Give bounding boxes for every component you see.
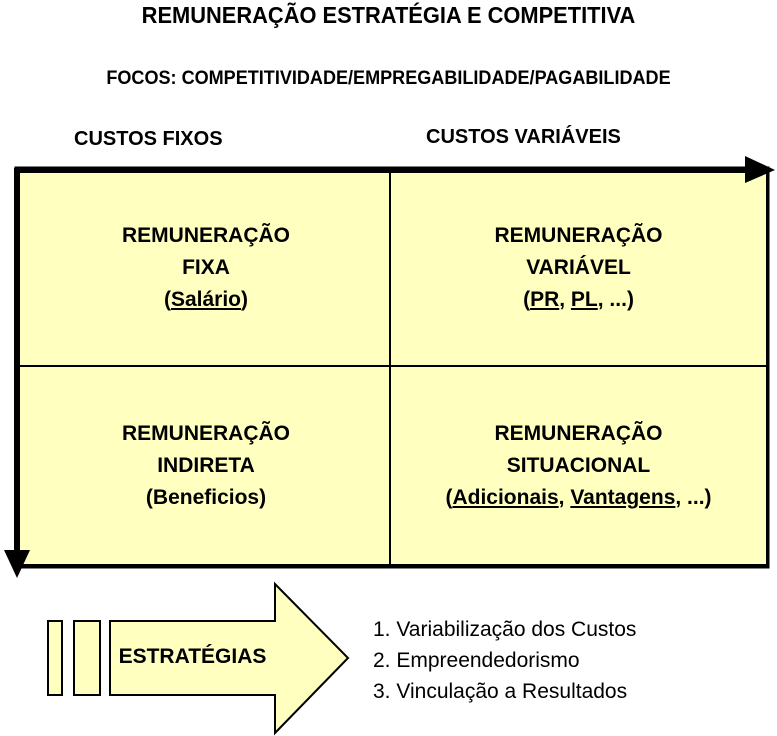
column-label-variable: CUSTOS VARIÁVEIS bbox=[426, 126, 621, 148]
example-pr: PR bbox=[530, 288, 560, 311]
quadrant-type: SITUACIONAL bbox=[506, 454, 651, 477]
strategy-arrow bbox=[109, 581, 350, 736]
paren: ( bbox=[163, 288, 171, 311]
quadrant-type: INDIRETA bbox=[157, 454, 255, 477]
page-title: REMUNERAÇÃO ESTRATÉGIA E COMPETITIVA bbox=[141, 2, 636, 28]
strategy-bar-2 bbox=[73, 620, 101, 696]
quadrant-situacional: REMUNERAÇÃO SITUACIONAL (Adicionais, Van… bbox=[390, 418, 767, 514]
example-adicionais: Adicionais bbox=[452, 486, 559, 509]
page-subtitle: FOCOS: COMPETITIVIDADE/EMPREGABILIDADE/P… bbox=[106, 68, 671, 89]
quadrant-heading: REMUNERAÇÃO bbox=[122, 224, 290, 247]
column-label-fixed: CUSTOS FIXOS bbox=[74, 128, 223, 150]
horizontal-axis-arrow bbox=[16, 156, 775, 183]
vertical-axis-arrow bbox=[4, 168, 30, 578]
strategy-bar-1 bbox=[47, 620, 63, 696]
quadrant-heading: REMUNERAÇÃO bbox=[494, 422, 663, 445]
tail: , ...) bbox=[675, 486, 712, 509]
quadrant-example: (Beneficios) bbox=[145, 486, 267, 509]
strategy-label: ESTRATÉGIAS bbox=[118, 645, 267, 668]
strategy-list: 1. Variabilização dos Custos 2. Empreend… bbox=[373, 614, 636, 707]
strategy-item: 2. Empreendedorismo bbox=[373, 649, 580, 672]
quadrant-type: FIXA bbox=[182, 256, 230, 279]
quadrant-heading: REMUNERAÇÃO bbox=[122, 422, 290, 445]
quadrant-fixa-box bbox=[17, 169, 391, 367]
tail: , ...) bbox=[597, 288, 634, 311]
example-salario: Salário bbox=[170, 288, 242, 311]
quadrant-type: VARIÁVEL bbox=[526, 256, 631, 279]
example-pl: PL bbox=[570, 288, 598, 311]
paren: ( bbox=[523, 288, 531, 311]
quadrant-heading: REMUNERAÇÃO bbox=[494, 224, 663, 247]
separator: , bbox=[559, 288, 571, 311]
quadrant-variavel-box bbox=[389, 169, 768, 367]
quadrant-situacional-box bbox=[389, 365, 768, 566]
example-vantagens: Vantagens bbox=[570, 486, 676, 509]
quadrant-fixa: REMUNERAÇÃO FIXA (Salário) bbox=[18, 220, 394, 316]
quadrant-variavel: REMUNERAÇÃO VARIÁVEL (PR, PL, ...) bbox=[390, 220, 767, 316]
paren: ) bbox=[241, 288, 249, 311]
quadrant-indireta: REMUNERAÇÃO INDIRETA (Beneficios) bbox=[18, 418, 394, 514]
strategy-item: 1. Variabilização dos Custos bbox=[373, 618, 637, 641]
paren: ( bbox=[445, 486, 453, 509]
quadrant-indireta-box bbox=[17, 365, 391, 566]
strategy-item: 3. Vinculação a Resultados bbox=[373, 680, 628, 703]
separator: , bbox=[558, 486, 571, 509]
